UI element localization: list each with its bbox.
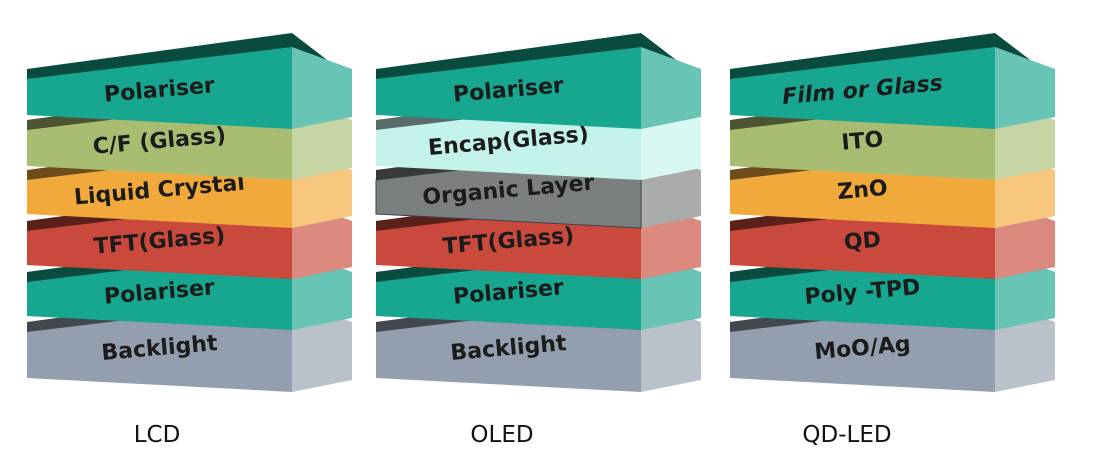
layer-front-face xyxy=(376,47,641,129)
layer-front-face xyxy=(730,47,995,129)
layer-label: QD xyxy=(843,227,882,255)
layer-side-face xyxy=(641,47,701,129)
stack-title-lcd: LCD xyxy=(133,422,181,448)
layer-film-or-glass: Film or Glass xyxy=(730,33,1055,129)
stack-title-qd-led: QD-LED xyxy=(802,422,892,448)
stack-title-oled: OLED xyxy=(470,422,534,448)
layer-side-face xyxy=(292,47,352,129)
layer-label: ZnO xyxy=(836,176,888,205)
layer-side-face xyxy=(995,47,1055,129)
layer-front-face xyxy=(27,47,292,129)
layer-polariser: Polariser xyxy=(376,33,701,129)
layer-polariser: Polariser xyxy=(27,33,352,129)
layer-label: ITO xyxy=(840,127,884,156)
